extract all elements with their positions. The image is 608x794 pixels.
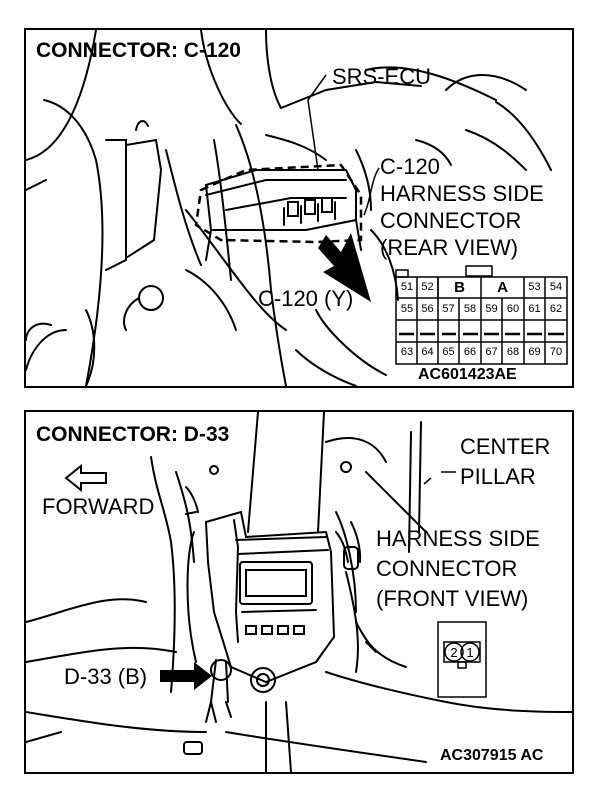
c120-pin: 62	[549, 303, 563, 315]
c120-pinout-diagram	[395, 265, 568, 365]
c120-pin: 64	[421, 346, 434, 358]
seat-belt-buckle-drawing	[26, 412, 572, 772]
c120-pin: 51	[400, 281, 414, 293]
c120-pin: 68	[506, 346, 520, 358]
c120-pin: 70	[549, 346, 563, 358]
c120-pin: 63	[400, 346, 414, 358]
c120-figure-code: AC601423AE	[418, 366, 517, 383]
c120-connector-code: C-120 (Y)	[258, 286, 354, 311]
c120-pin: 59	[485, 303, 498, 315]
connector-c120-panel: CONNECTOR: C-120 SRS-ECU C-120 HARNESS S…	[24, 28, 574, 388]
d33-connector-code: D-33 (B)	[64, 664, 148, 689]
connector-c120-title: CONNECTOR: C-120	[36, 39, 241, 62]
c120-label-line1: C-120	[380, 154, 440, 179]
c120-pin: 52	[421, 281, 434, 293]
c120-label-line3: CONNECTOR	[380, 208, 522, 233]
d33-label-line2: CONNECTOR	[376, 556, 518, 581]
c120-pin: 55	[400, 303, 414, 315]
c120-label-line4: (REAR VIEW)	[380, 235, 519, 260]
c120-pin: 67	[485, 346, 498, 358]
srs-ecu-location-drawing	[26, 30, 568, 386]
center-pillar-label-line1: CENTER	[460, 434, 551, 459]
c120-pin: 57	[442, 303, 455, 315]
c120-pin: 53	[528, 281, 541, 293]
connector-d33-title: CONNECTOR: D-33	[36, 423, 230, 446]
d33-label-line3: (FRONT VIEW)	[376, 586, 529, 611]
c120-pin: 54	[549, 281, 563, 293]
d33-arrow-icon	[160, 662, 212, 690]
d33-figure-code: AC307915 AC	[440, 747, 544, 764]
c120-pin: 58	[463, 303, 477, 315]
connector-d33-panel: CONNECTOR: D-33 CENTER PILLAR FORWARD HA…	[24, 410, 574, 774]
c120-pin: 60	[506, 303, 520, 315]
c120-pin: 66	[463, 346, 477, 358]
c120-pin: 61	[528, 303, 541, 315]
d33-pin: 2	[450, 645, 458, 660]
d33-pinout-diagram	[437, 621, 487, 698]
c120-pin: A	[497, 279, 508, 296]
c120-pin: 65	[442, 346, 455, 358]
d33-pin: 1	[466, 645, 474, 660]
c120-pin: B	[454, 279, 465, 296]
forward-arrow-icon	[64, 463, 107, 493]
c120-arrow-icon	[318, 233, 371, 302]
forward-label: FORWARD	[42, 494, 155, 519]
center-pillar-label-line2: PILLAR	[460, 464, 536, 489]
srs-ecu-label: SRS-ECU	[332, 64, 432, 89]
d33-label-line1: HARNESS SIDE	[376, 526, 540, 551]
c120-pin: 69	[528, 346, 541, 358]
c120-pin: 56	[421, 303, 434, 315]
c120-label-line2: HARNESS SIDE	[380, 181, 544, 206]
